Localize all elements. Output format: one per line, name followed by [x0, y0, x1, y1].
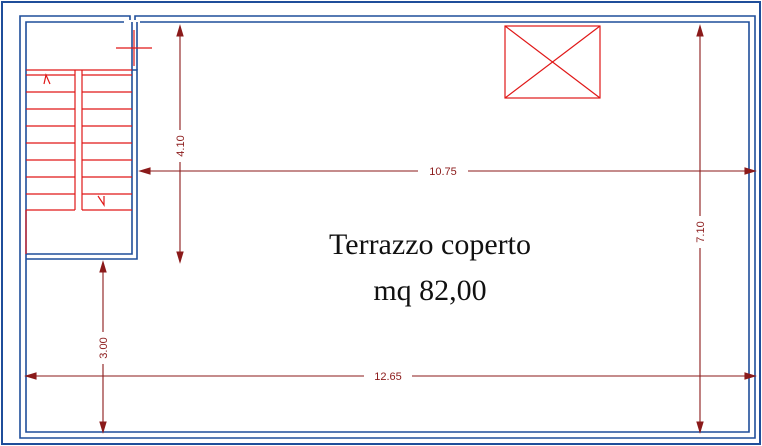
- dimension-label-total-width: 12.65: [374, 371, 402, 383]
- stair-treads: [25, 69, 132, 254]
- room-area: mq 82,00: [373, 274, 486, 307]
- reference-cross: [116, 30, 152, 66]
- dimension-label-inner-width: 10.75: [429, 166, 457, 178]
- room-name: Terrazzo coperto: [329, 228, 531, 261]
- skylight-box: [504, 25, 601, 99]
- outer-wall: [19, 15, 756, 439]
- dimension-label-total-height: 7.10: [695, 221, 707, 242]
- dimension-label-stair-height: 4.10: [175, 135, 187, 156]
- stair-core-wall: [26, 22, 138, 260]
- dimension-label-lower-offset: 3.00: [98, 337, 110, 358]
